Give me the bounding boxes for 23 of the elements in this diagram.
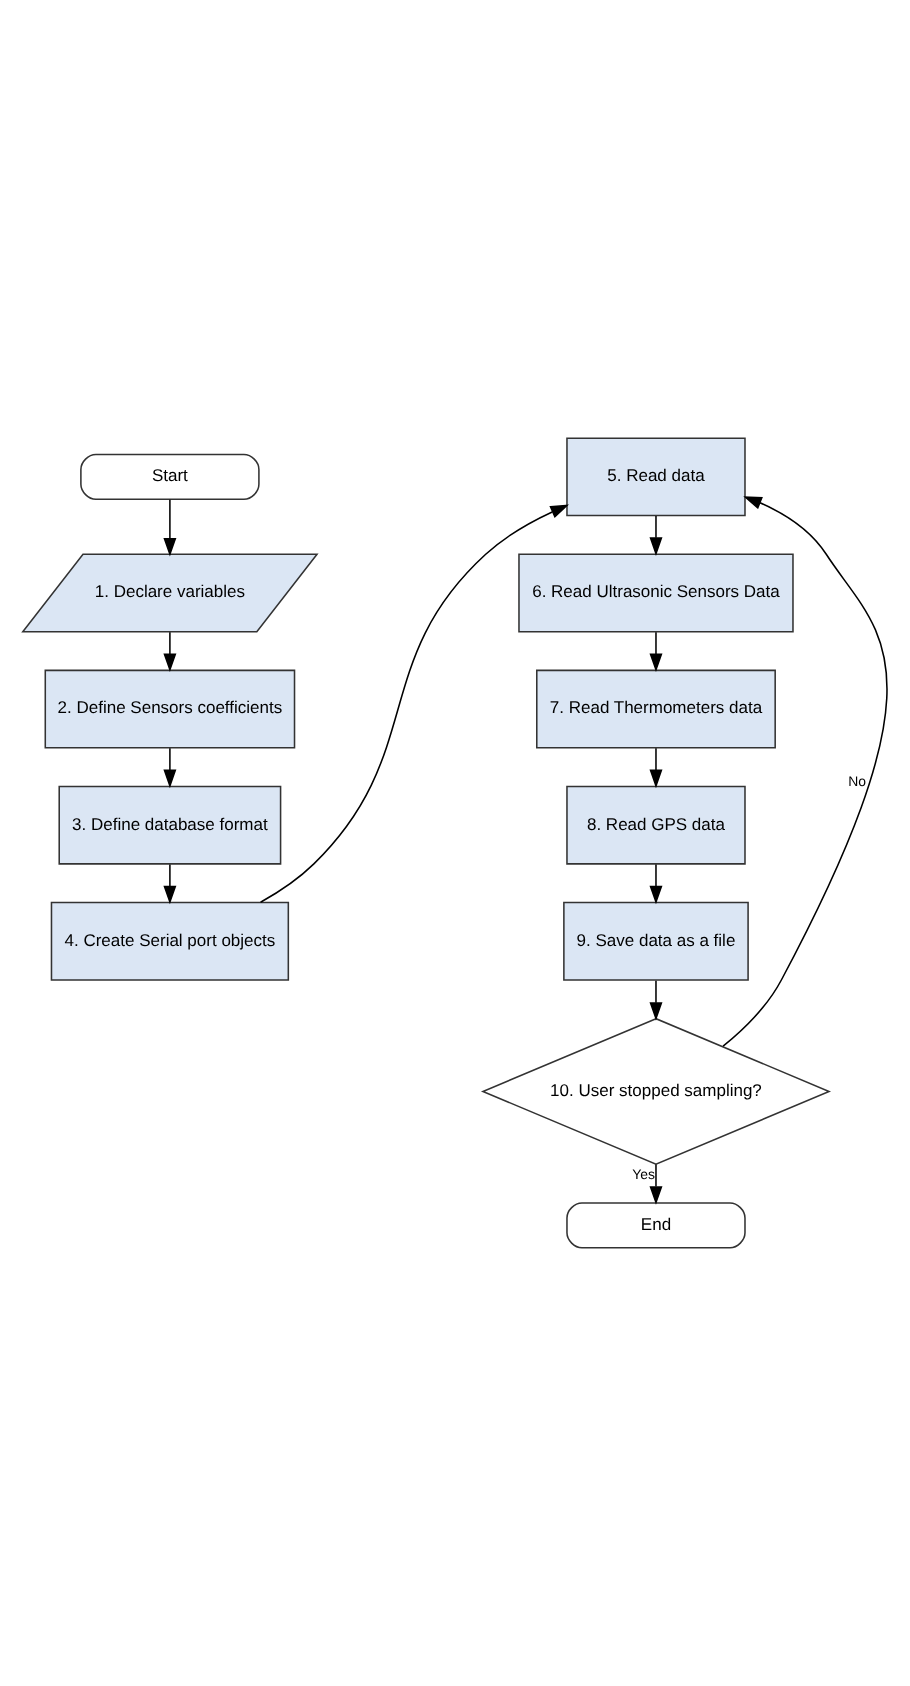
node-box: 9. Save data as a file bbox=[563, 901, 749, 981]
arrow bbox=[649, 979, 663, 1021]
node-box: 2. Define Sensors coefficients bbox=[44, 669, 296, 749]
arrow bbox=[649, 631, 663, 673]
node-box: 4. Create Serial port objects bbox=[50, 901, 290, 981]
node-box: 8. Read GPS data bbox=[566, 785, 746, 865]
arrow bbox=[649, 747, 663, 789]
node-box: Start bbox=[80, 453, 260, 501]
arrow bbox=[722, 496, 888, 1047]
arrow bbox=[163, 863, 177, 905]
arrow bbox=[163, 747, 177, 789]
node-box: End bbox=[566, 1202, 746, 1249]
node-box: 7. Read Thermometers data bbox=[536, 669, 776, 749]
node-diamond: 10. User stopped sampling? bbox=[480, 1017, 832, 1166]
arrow bbox=[649, 863, 663, 905]
node-box: 5. Read data bbox=[566, 437, 746, 517]
arrow bbox=[163, 631, 177, 673]
node-box: 6. Read Ultrasonic Sensors Data bbox=[518, 553, 794, 633]
arrow bbox=[649, 515, 663, 556]
arrow bbox=[649, 1163, 663, 1205]
arrow bbox=[163, 498, 177, 557]
node-box: 3. Define database format bbox=[58, 785, 282, 865]
arrow bbox=[259, 504, 570, 904]
